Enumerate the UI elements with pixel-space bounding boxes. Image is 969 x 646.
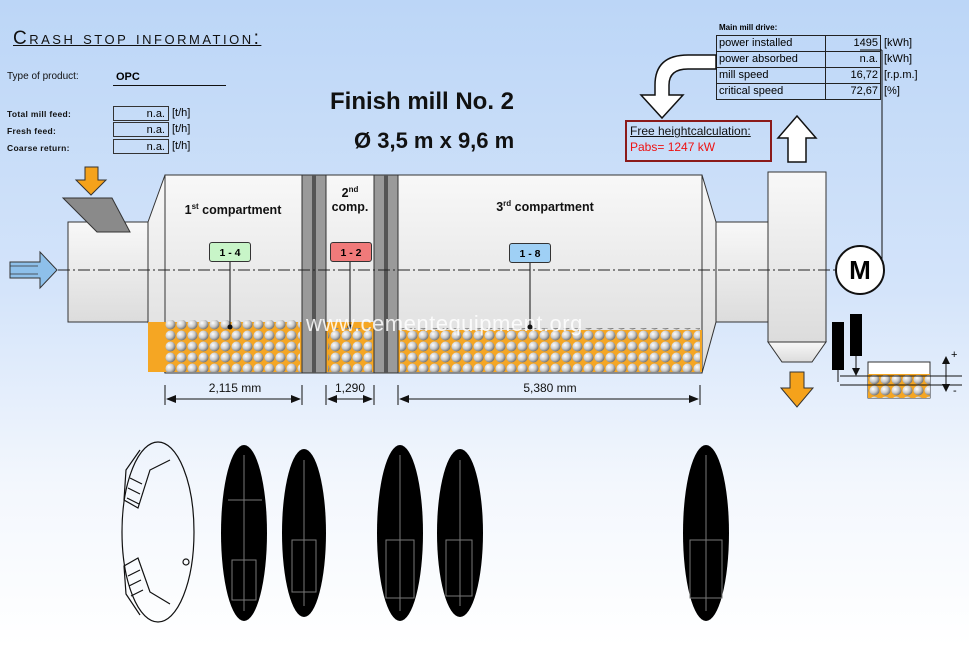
calc-title: Free heightcalculation: [630,124,751,138]
compartment-3-text: compartment [511,200,594,215]
drive-row: critical speed 72,67 [%] [716,83,921,100]
compartment-2-sup: nd [348,185,359,194]
drive-unit: [kWh] [884,37,913,49]
ball-size-tag-3: 1 - 8 [509,243,551,263]
drive-unit: [kWh] [884,53,913,65]
mill-dimensions: Ø 3,5 m x 9,6 m [354,128,515,153]
outlet-arrow-icon [779,371,815,408]
ball-size-tag-2: 1 - 2 [330,242,372,262]
watermark: www.cementequipment.org [306,311,583,336]
mill-title: Finish mill No. 2 [330,88,515,115]
total-feed-value: n.a. [113,106,169,121]
fresh-feed-label: Fresh feed: [7,126,57,136]
compartment-3-num: 3 [496,200,504,215]
compartment-2-num: 2 [341,186,349,201]
gauge-plus: + [951,349,958,361]
drive-row: power absorbed n.a. [kWh] [716,51,921,68]
compartment-1-sup: st [191,202,199,211]
compartment-1-text: compartment [198,203,282,218]
free-height-calc-box: Free heightcalculation: Pabs= 1247 kW [625,120,772,162]
drive-table: power installed 1495 [kWh] power absorbe… [716,35,921,100]
fresh-feed-unit: [t/h] [172,123,191,135]
compartment-1-num: 1 [184,203,192,218]
drive-unit: [r.p.m.] [884,69,918,81]
total-feed-label: Total mill feed: [7,109,72,119]
compartment-3-sup: rd [503,199,512,208]
compartment-1-label: 1st compartment [170,202,296,217]
up-arrow-icon [776,114,818,163]
compartment-3-label: 3rd compartment [460,199,630,214]
compartment-2-text: comp. [331,200,369,215]
page-title: Crash stop information: [13,28,262,49]
ball-size-tag-1: 1 - 4 [209,242,251,262]
length-compartment-3: 5,380 mm [523,381,577,395]
drive-row: mill speed 16,72 [r.p.m.] [716,67,921,84]
total-feed-unit: [t/h] [172,107,191,119]
drive-unit: [%] [884,85,900,97]
feed-arrow-icon [74,166,108,196]
coarse-return-label: Coarse return: [7,143,70,153]
gauge-minus: - [953,385,957,397]
product-label: Type of product: [7,71,79,82]
coarse-return-unit: [t/h] [172,140,191,152]
calc-value: Pabs= 1247 kW [630,140,716,154]
drive-value: 72,67 [825,83,881,100]
drive-value: n.a. [825,51,881,68]
drive-heading: Main mill drive: [719,23,778,32]
section-ellipses [221,445,729,621]
drive-name: power absorbed [716,51,826,68]
compartment-2-label: 2nd comp. [326,183,374,214]
liner-sketch [121,441,195,623]
length-compartment-2: 1,290 [334,381,366,395]
product-value: OPC [113,71,226,86]
inlet-arrow-icon [9,250,58,290]
length-compartment-1: 2,115 mm [208,381,262,395]
fresh-feed-value: n.a. [113,122,169,137]
motor-icon: M [835,245,885,295]
drive-name: critical speed [716,83,826,100]
curved-arrow-icon [639,54,717,120]
drive-value: 16,72 [825,67,881,84]
coarse-return-value: n.a. [113,139,169,154]
